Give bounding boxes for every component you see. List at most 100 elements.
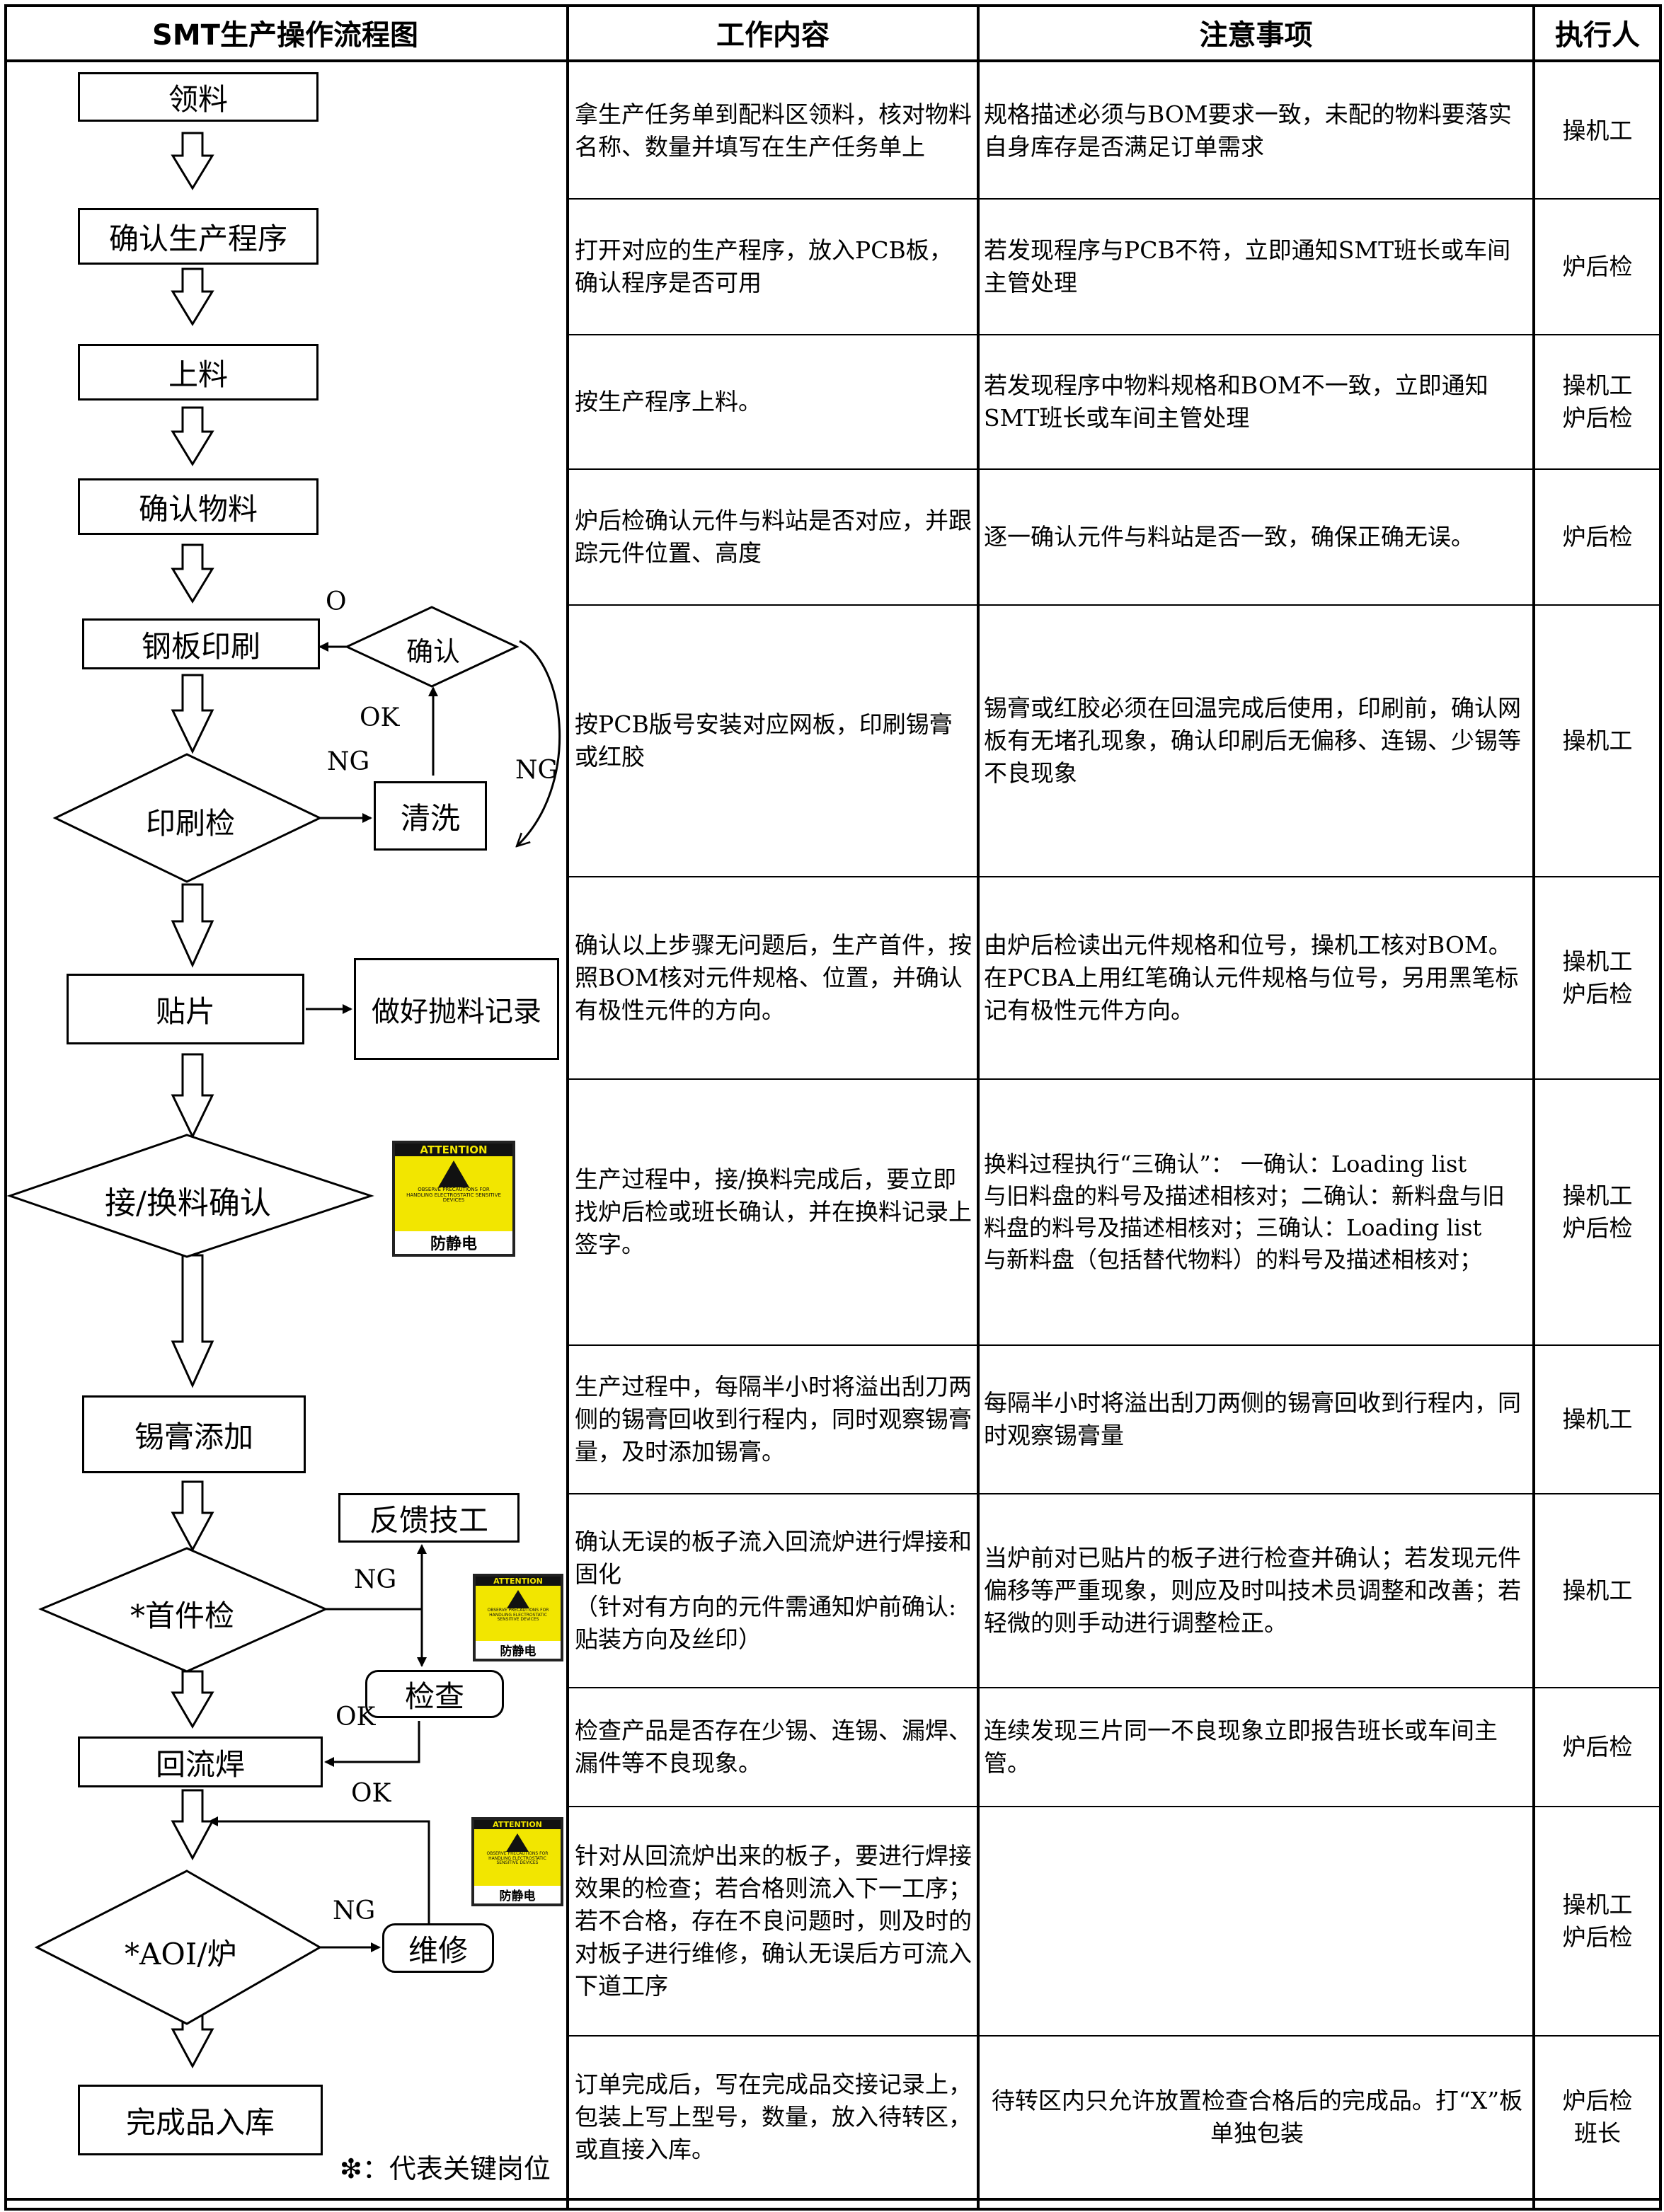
- label-ok: OK: [335, 1703, 376, 1732]
- step-get-material: 领料: [78, 72, 319, 122]
- row-3-executor: 操机工 炉后检: [1562, 371, 1633, 432]
- row-6-executor: 操机工 炉后检: [1562, 947, 1633, 1008]
- flow-arrow: [171, 1480, 214, 1553]
- row-divider: [568, 1687, 1662, 1688]
- splice-check-label: 接/换料确认: [105, 1185, 271, 1221]
- flow-arrow: [171, 406, 214, 466]
- row-divider: [568, 876, 1662, 877]
- label-ng: NG: [515, 756, 558, 785]
- row-10-notes: 连续发现三片同一不良现象立即报告班长或车间主管。: [984, 1717, 1498, 1777]
- row-divider: [568, 1493, 1662, 1494]
- aoi-diamond: [34, 1870, 323, 2025]
- label-ng: NG: [327, 747, 370, 776]
- label-o: O: [326, 587, 347, 616]
- step-load-material: 上料: [78, 344, 319, 401]
- row-7-executor: 操机工 炉后检: [1562, 1182, 1633, 1242]
- step-inspect: 检查: [365, 1670, 504, 1718]
- flow-arrow: [171, 1789, 214, 1861]
- flow-arrow: [171, 543, 214, 604]
- first-check-diamond: [38, 1547, 328, 1673]
- row-2-work: 打开对应的生产程序，放入PCB板，确认程序是否可用: [575, 236, 953, 296]
- flow-arrow: [171, 267, 214, 326]
- row-12-notes: 待转区内只允许放置检查合格后的完成品。打“X”板单独包装: [991, 2087, 1523, 2147]
- row-1-notes: 规格描述必须与BOM要求一致，未配的物料要落实自身库存是否满足订单需求: [984, 100, 1512, 161]
- label-ok: OK: [351, 1779, 391, 1808]
- row-1-work: 拿生产任务单到配料区领料，核对物料名称、数量并填写在生产任务单上: [575, 100, 972, 161]
- step-reflow: 回流焊: [78, 1736, 323, 1787]
- row-3-notes: 若发现程序中物料规格和BOM不一致，立即通知SMT班长或车间主管处理: [984, 371, 1488, 432]
- table-frame: [4, 4, 1662, 2211]
- header-divider: [4, 59, 1662, 62]
- row-divider: [568, 468, 1662, 470]
- row-6-notes: 由炉后检读出元件规格和位号，操机工核对BOM。在PCBA上用红笔确认元件规格与位…: [984, 931, 1519, 1024]
- flow-arrow: [171, 1053, 214, 1139]
- row-7-notes: 换料过程执行“三确认”： 一确认：Loading list 与旧料盘的料号及描述…: [984, 1151, 1505, 1273]
- splice-check-diamond: [6, 1134, 374, 1258]
- print-check-diamond: [52, 753, 323, 883]
- row-9-work: 确认无误的板子流入回流炉进行焊接和固化 （针对有方向的元件需通知炉前确认:贴装方…: [575, 1528, 972, 1653]
- step-feedback: 反馈技工: [338, 1493, 520, 1543]
- label-ng: NG: [354, 1565, 397, 1594]
- step-throw-record: 做好抛料记录: [354, 958, 559, 1060]
- row-11-work: 针对从回流炉出来的板子，要进行焊接效果的检查；若合格则流入下一工序；若不合格，存…: [575, 1842, 972, 2000]
- flow-arrow: [171, 883, 214, 968]
- row-divider: [568, 2035, 1662, 2037]
- row-2-notes: 若发现程序与PCB不符，立即通知SMT班长或车间主管处理: [984, 236, 1511, 296]
- header-work: 工作内容: [716, 19, 830, 52]
- row-4-notes: 逐一确认元件与料站是否一致，确保正确无误。: [984, 523, 1474, 551]
- step-steel-printing: 钢板印刷: [82, 618, 320, 669]
- row-8-executor: 操机工: [1562, 1405, 1633, 1433]
- label-ng: NG: [333, 1896, 376, 1925]
- divider-flow: [566, 4, 569, 2211]
- step-confirm-program: 确认生产程序: [78, 208, 319, 265]
- row-6-work: 确认以上步骤无问题后，生产首件，按照BOM核对元件规格、位置，并确认有极性元件的…: [575, 931, 972, 1024]
- aoi-label: *AOI/炉: [125, 1937, 237, 1971]
- confirm-label: 确认: [406, 636, 461, 667]
- label-ok: OK: [360, 703, 400, 732]
- step-mount: 贴片: [67, 974, 304, 1044]
- step-clean: 清洗: [374, 781, 487, 851]
- row-5-notes: 锡膏或红胶必须在回温完成后使用，印刷前，确认网板有无堵孔现象，确认印刷后无偏移、…: [984, 694, 1521, 787]
- header-executor: 执行人: [1555, 19, 1640, 52]
- row-10-work: 检查产品是否存在少锡、连锡、漏焊、漏件等不良现象。: [575, 1717, 972, 1777]
- header-notes: 注意事项: [1199, 19, 1313, 52]
- row-8-notes: 每隔半小时将溢出刮刀两侧的锡膏回收到行程内，同时观察锡膏量: [984, 1389, 1521, 1449]
- divider-work: [977, 4, 980, 2211]
- row-divider: [568, 1078, 1662, 1080]
- esd-warning-icon: ATTENTION OBSERVE PRECAUTIONS FOR HANDLI…: [471, 1817, 563, 1906]
- row-10-executor: 炉后检: [1562, 1733, 1633, 1761]
- esd-warning-icon: ATTENTION OBSERVE PRECAUTIONS FOR HANDLI…: [392, 1141, 515, 1257]
- row-11-executor: 操机工 炉后检: [1562, 1891, 1633, 1951]
- step-confirm-material: 确认物料: [78, 478, 319, 535]
- row-4-executor: 炉后检: [1562, 523, 1633, 551]
- row-4-work: 炉后检确认元件与料站是否对应，并跟踪元件位置、高度: [575, 507, 972, 567]
- row-8-work: 生产过程中，每隔半小时将溢出刮刀两侧的锡膏回收到行程内，同时观察锡膏量，及时添加…: [575, 1373, 972, 1465]
- legend-key-position: ❇：代表关键岗位: [340, 2153, 551, 2184]
- row-3-work: 按生产程序上料。: [575, 388, 762, 415]
- step-storage: 完成品入库: [78, 2085, 323, 2155]
- flow-arrow: [171, 132, 214, 190]
- flow-arrow: [171, 674, 214, 754]
- flow-arrow: [171, 1670, 214, 1729]
- row-9-notes: 当炉前对已贴片的板子进行检查并确认；若发现元件偏移等严重现象，则应及时叫技术员调…: [984, 1544, 1521, 1637]
- row-2-executor: 炉后检: [1562, 253, 1633, 280]
- row-divider: [568, 604, 1662, 606]
- esd-warning-icon: ATTENTION OBSERVE PRECAUTIONS FOR HANDLI…: [473, 1574, 563, 1661]
- step-repair: 维修: [382, 1923, 494, 1973]
- print-check-label: 印刷检: [146, 806, 236, 841]
- row-5-work: 按PCB版号安装对应网板，印刷锡膏或红胶: [575, 710, 953, 771]
- row-divider: [568, 198, 1662, 200]
- row-12-work: 订单完成后，写在完成品交接记录上，包装上写上型号，数量，放入待转区，或直接入库。: [575, 2070, 972, 2163]
- row-divider: [568, 1344, 1662, 1346]
- flow-arrow: [171, 1254, 214, 1388]
- row-12-executor: 炉后检 班长: [1562, 2087, 1633, 2147]
- header-flow: SMT生产操作流程图: [152, 19, 418, 52]
- row-5-executor: 操机工: [1562, 727, 1633, 754]
- row-divider: [568, 1806, 1662, 1807]
- row-7-work: 生产过程中，接/换料完成后，要立即找炉后检或班长确认，并在换料记录上签字。: [575, 1165, 972, 1258]
- row-9-executor: 操机工: [1562, 1577, 1633, 1604]
- step-paste-add: 锡膏添加: [82, 1395, 306, 1473]
- divider-notes: [1532, 4, 1535, 2211]
- row-divider: [568, 334, 1662, 335]
